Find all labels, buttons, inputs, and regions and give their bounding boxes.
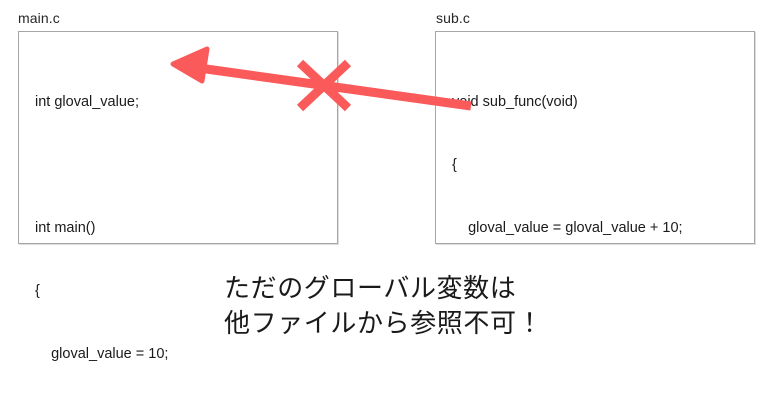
code-line: int gloval_value;	[35, 94, 139, 110]
code-body-sub-c: void sub_func(void) { gloval_value = glo…	[452, 50, 748, 344]
code-line: int main()	[35, 220, 96, 236]
code-line-blank	[35, 155, 331, 176]
code-line: gloval_value = 10;	[35, 346, 169, 362]
code-line: {	[35, 283, 40, 299]
code-box-main-c: int gloval_value; int main() { gloval_va…	[18, 31, 338, 362]
code-line: void sub_func(void)	[452, 94, 578, 110]
code-line: gloval_value = gloval_value + 10;	[452, 220, 683, 236]
caption-line-2: 他ファイルから参照不可！	[224, 308, 544, 338]
caption-block: ただのグローバル変数は 他ファイルから参照不可！	[224, 271, 644, 341]
code-line: {	[452, 157, 457, 173]
code-box-sub-c: void sub_func(void) { gloval_value = glo…	[435, 31, 755, 299]
code-line: }	[452, 283, 457, 299]
file-label-sub-c: sub.c	[436, 10, 470, 26]
caption-line-1: ただのグローバル変数は	[224, 273, 517, 303]
file-label-main-c: main.c	[18, 10, 60, 26]
code-body-main-c: int gloval_value; int main() { gloval_va…	[35, 50, 331, 402]
